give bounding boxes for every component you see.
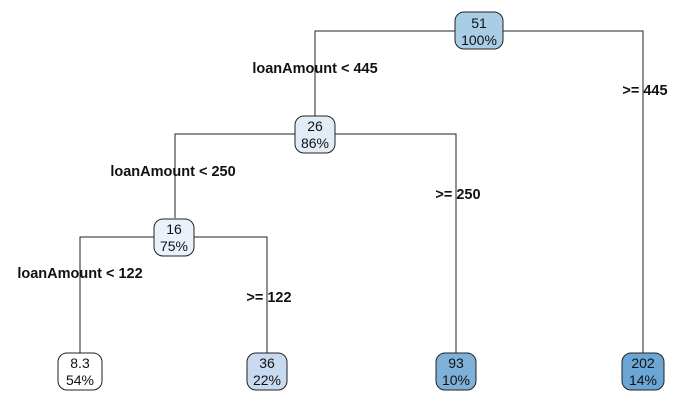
edge-root-right — [503, 30, 644, 355]
tree-leaf-8-3: 8.3 54% — [57, 352, 103, 391]
tree-leaf-202: 202 14% — [621, 352, 665, 391]
node-value: 202 — [631, 355, 655, 371]
edge-n26-left — [174, 133, 295, 218]
tree-leaf-93: 93 10% — [435, 352, 477, 391]
node-box — [454, 11, 504, 50]
node-box — [153, 218, 195, 257]
edge-n16-right — [193, 236, 268, 355]
edge-n26-right — [335, 133, 457, 355]
split-label-n26-right: >= 250 — [435, 187, 480, 203]
split-label-root-left: loanAmount < 445 — [252, 61, 377, 77]
split-label-n16-right: >= 122 — [246, 290, 291, 306]
node-percent: 75% — [160, 238, 188, 254]
node-value: 93 — [448, 355, 464, 371]
tree-node-root: 51 100% — [454, 11, 504, 50]
node-value: 51 — [471, 15, 487, 31]
node-box — [294, 115, 336, 154]
node-percent: 14% — [629, 372, 657, 388]
node-percent: 100% — [461, 32, 497, 48]
node-box — [621, 352, 665, 391]
node-value: 26 — [307, 118, 323, 134]
split-label-n16-left: loanAmount < 122 — [17, 266, 142, 282]
node-value: 16 — [166, 221, 182, 237]
edge-n16-left — [79, 236, 155, 355]
edge-root-left — [314, 30, 455, 118]
node-value: 36 — [259, 355, 275, 371]
node-value: 8.3 — [70, 355, 90, 371]
tree-node-16: 16 75% — [153, 218, 195, 257]
node-percent: 22% — [253, 372, 281, 388]
tree-leaf-36: 36 22% — [246, 352, 288, 391]
node-box — [246, 352, 288, 391]
node-percent: 10% — [442, 372, 470, 388]
split-label-n26-left: loanAmount < 250 — [110, 164, 235, 180]
node-box — [435, 352, 477, 391]
node-box — [57, 352, 103, 391]
node-percent: 54% — [66, 372, 94, 388]
node-percent: 86% — [301, 135, 329, 151]
tree-node-26: 26 86% — [294, 115, 336, 154]
split-label-root-right: >= 445 — [622, 83, 667, 99]
